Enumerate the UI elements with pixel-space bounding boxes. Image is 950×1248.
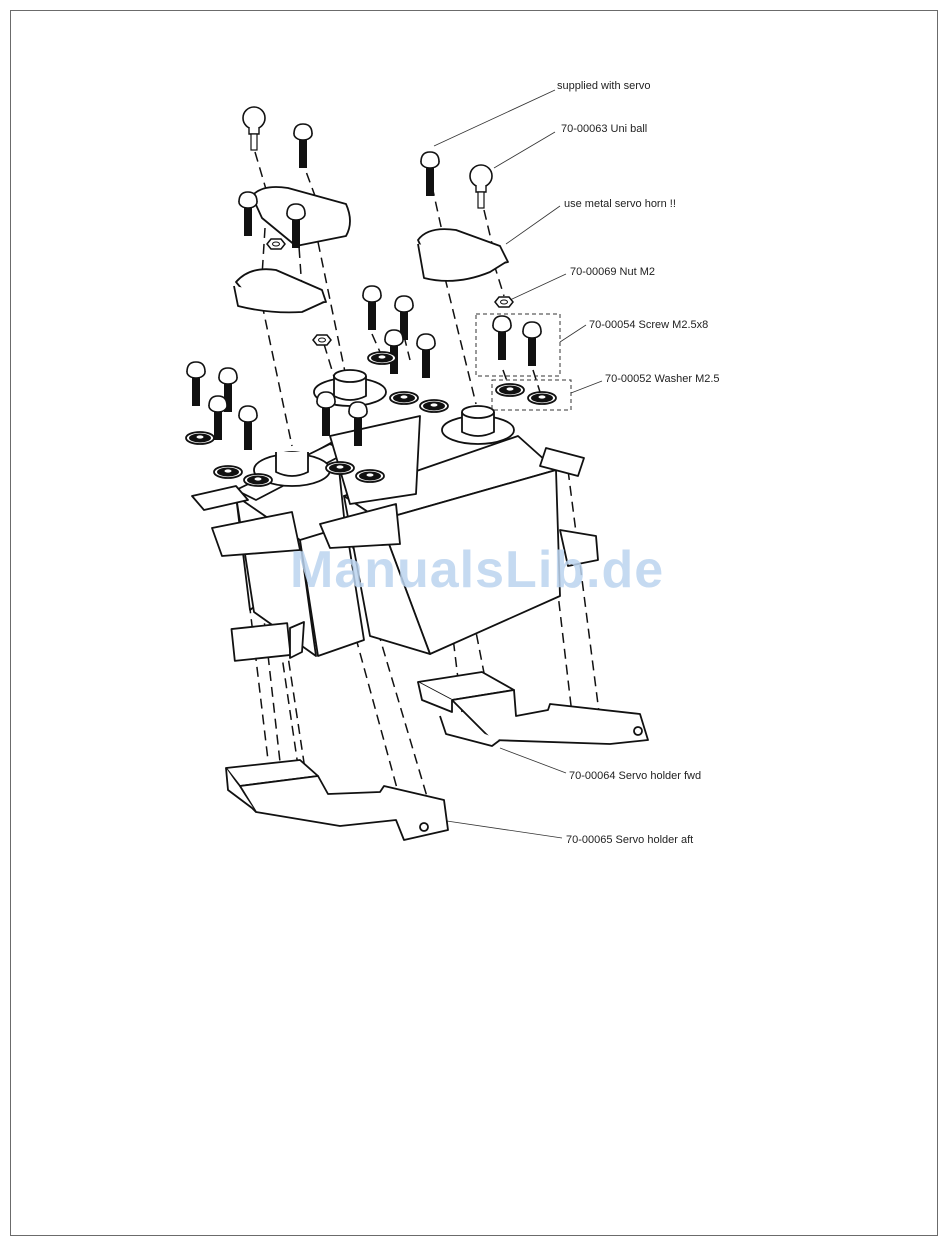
servo-holder-fwd	[418, 672, 648, 746]
callout-screw: 70-00054 Screw M2.5x8	[589, 319, 708, 332]
callout-servo-holder-aft: 70-00065 Servo holder aft	[566, 834, 693, 847]
callout-supplied-with-servo: supplied with servo	[557, 80, 651, 93]
callout-uni-ball: 70-00063 Uni ball	[561, 123, 647, 136]
servo-holder-aft	[226, 760, 448, 840]
callout-washer: 70-00052 Washer M2.5	[605, 373, 720, 386]
callout-nut: 70-00069 Nut M2	[570, 266, 655, 279]
callout-servo-holder-fwd: 70-00064 Servo holder fwd	[569, 770, 701, 783]
callout-servo-horn-note: use metal servo horn !!	[564, 198, 676, 211]
watermark: ManualsLib.de	[290, 540, 664, 600]
